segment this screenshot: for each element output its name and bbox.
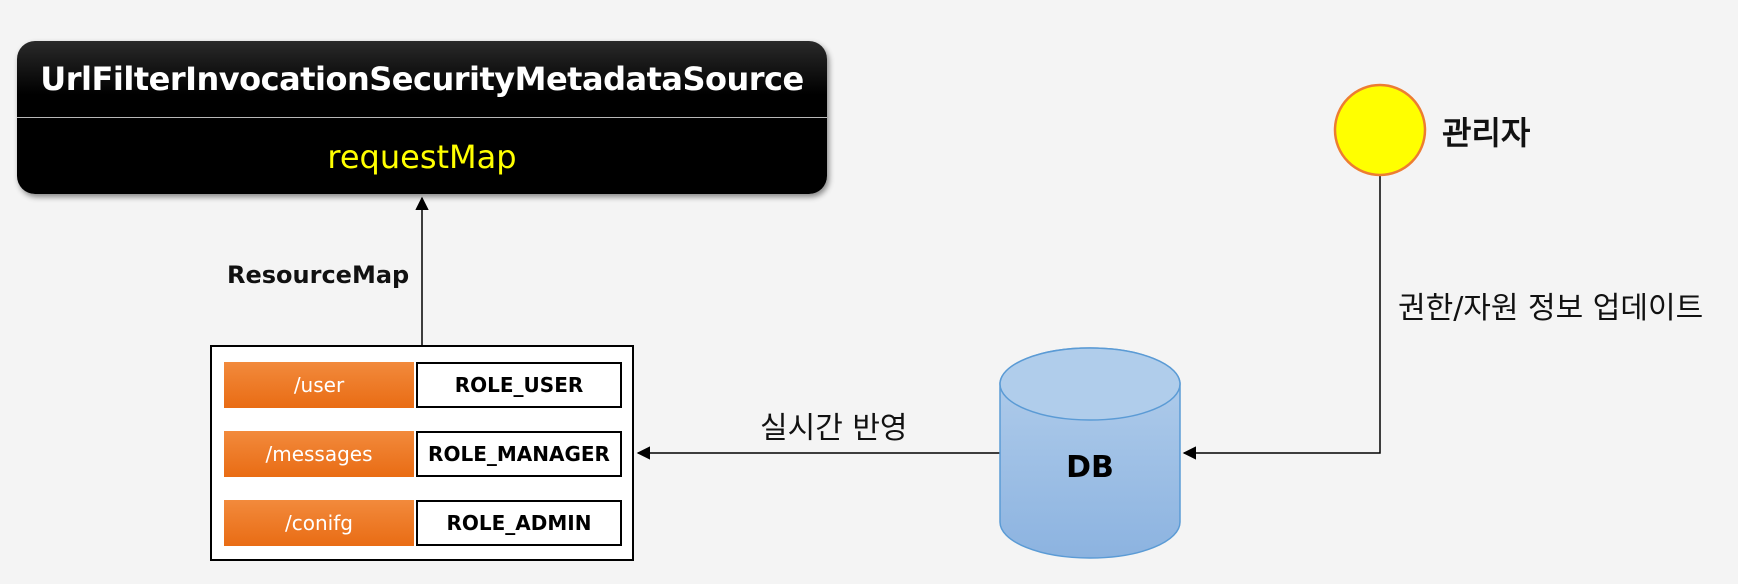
resourcemap-label: ResourceMap bbox=[227, 261, 410, 289]
resource-url-cell: /conifg bbox=[224, 500, 414, 546]
resource-role-cell: ROLE_MANAGER bbox=[416, 431, 622, 477]
resource-role-cell: ROLE_ADMIN bbox=[416, 500, 622, 546]
admin-to-db-arrow bbox=[1182, 175, 1381, 460]
admin-circle bbox=[1333, 83, 1427, 177]
resource-url-cell: /messages bbox=[224, 431, 414, 477]
class-divider bbox=[17, 117, 827, 118]
db-to-map-label: 실시간 반영 bbox=[760, 411, 908, 446]
resource-url-cell: /user bbox=[224, 362, 414, 408]
resource-row: /conifg ROLE_ADMIN bbox=[224, 500, 622, 546]
admin-label: 관리자 bbox=[1442, 114, 1531, 152]
db-label: DB bbox=[1066, 450, 1114, 485]
resource-role-cell: ROLE_USER bbox=[416, 362, 622, 408]
db-cylinder bbox=[999, 347, 1181, 559]
resource-map-table: /user ROLE_USER /messages ROLE_MANAGER /… bbox=[210, 345, 634, 561]
admin-to-db-label: 권한/자원 정보 업데이트 bbox=[1398, 291, 1704, 326]
resource-row: /user ROLE_USER bbox=[224, 362, 622, 408]
class-field-requestmap: requestMap bbox=[327, 138, 517, 176]
class-name: UrlFilterInvocationSecurityMetadataSourc… bbox=[40, 60, 804, 98]
metadata-source-class-box: UrlFilterInvocationSecurityMetadataSourc… bbox=[17, 41, 827, 194]
resource-row: /messages ROLE_MANAGER bbox=[224, 431, 622, 477]
